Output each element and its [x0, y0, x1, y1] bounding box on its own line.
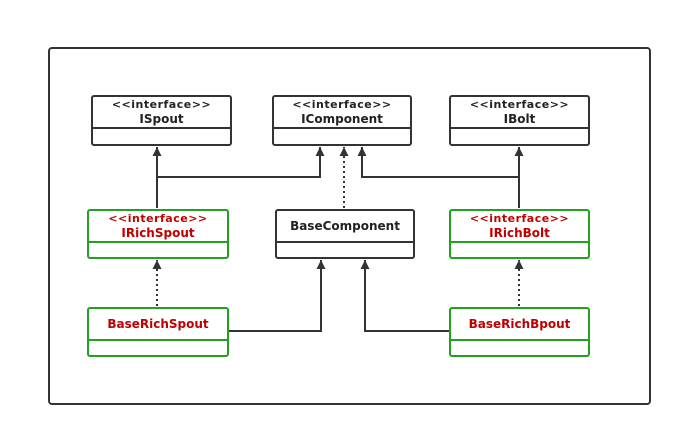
edge-irichbolt-to-icomponent [357, 147, 519, 178]
node-irichbolt[interactable]: <<interface>> IRichBolt [449, 209, 590, 259]
stereotype-label: <<interface>> [111, 97, 212, 111]
stereotype-label: <<interface>> [469, 211, 570, 225]
node-baserichbpout[interactable]: BaseRichBpout [449, 307, 590, 357]
edge-baserichspout-to-basecomponent [229, 260, 326, 332]
node-header: <<interface>> IRichBolt [451, 211, 588, 243]
stereotype-label: <<interface>> [292, 97, 392, 111]
node-irichspout[interactable]: <<interface>> IRichSpout [87, 209, 229, 259]
class-name: IRichSpout [121, 225, 195, 240]
node-baserichspout[interactable]: BaseRichSpout [87, 307, 229, 357]
node-header: BaseRichBpout [451, 309, 588, 341]
class-name: IComponent [301, 111, 383, 126]
node-header: <<interface>> IBolt [451, 97, 588, 129]
class-name: BaseRichSpout [107, 316, 209, 331]
edge-irichspout-to-icomponent [157, 147, 325, 178]
node-ispout[interactable]: <<interface>> ISpout [91, 95, 232, 146]
node-header: BaseRichSpout [89, 309, 227, 341]
class-name: BaseComponent [290, 218, 400, 233]
node-basecomponent[interactable]: BaseComponent [275, 209, 415, 259]
node-header: <<interface>> ISpout [93, 97, 230, 129]
stereotype-label: <<interface>> [469, 97, 570, 111]
node-header: <<interface>> IComponent [274, 97, 410, 129]
class-name: IRichBolt [489, 225, 550, 240]
node-icomponent[interactable]: <<interface>> IComponent [272, 95, 412, 146]
class-name: ISpout [139, 111, 184, 126]
node-ibolt[interactable]: <<interface>> IBolt [449, 95, 590, 146]
class-name: BaseRichBpout [468, 316, 571, 331]
class-name: IBolt [503, 111, 536, 126]
stereotype-label: <<interface>> [108, 211, 208, 225]
diagram-frame [48, 47, 651, 405]
node-header: <<interface>> IRichSpout [89, 211, 227, 243]
node-header: BaseComponent [277, 211, 413, 243]
edge-baserichbpout-to-basecomponent [360, 260, 449, 332]
